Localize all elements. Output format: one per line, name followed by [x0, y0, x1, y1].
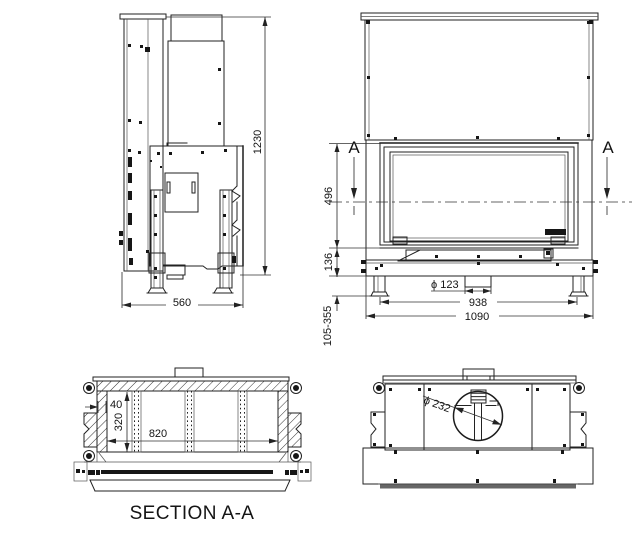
side-view: 1230 560 [119, 13, 271, 309]
section-aa-view: 40 320 820 SECTION A-A [73, 367, 312, 524]
dim-label-560: 560 [173, 297, 191, 309]
dim-front-overall-width: 1090 [365, 276, 594, 323]
dim-label-105-355: 105-355 [322, 306, 334, 346]
dim-front-leg-span: 938 [379, 297, 578, 309]
dim-label-136: 136 [323, 253, 335, 271]
roller-wheels [83, 382, 302, 462]
dim-top-flue-diameter: ϕ 232 [422, 395, 503, 426]
dim-label-320: 320 [113, 413, 125, 431]
dim-section-wall-offset: 40 [85, 399, 122, 413]
section-marker-right-label: A [602, 138, 614, 157]
dim-front-leg-range: 105-355 [322, 266, 371, 346]
dim-section-chamber-width: 820 [107, 428, 278, 444]
front-view: A A 496 136 105-355 [322, 12, 632, 346]
section-marker-left-label: A [348, 138, 360, 157]
flue-outlet-circle [452, 390, 504, 442]
dim-side-depth: 560 [121, 267, 244, 309]
dim-label-496: 496 [323, 187, 335, 205]
dim-label-phi123: ϕ 123 [431, 279, 459, 291]
dim-label-1090: 1090 [465, 311, 489, 323]
section-title: SECTION A-A [130, 503, 255, 524]
top-view: ϕ 232 [362, 368, 594, 489]
dim-label-820: 820 [149, 428, 167, 440]
section-marker-right: A [602, 138, 614, 215]
dim-front-base-height: 136 [323, 248, 366, 277]
dim-label-40: 40 [110, 399, 122, 411]
dim-front-duct-diameter: ϕ 123 [431, 279, 492, 294]
dim-front-firebox-height: 496 [323, 143, 380, 249]
dim-section-chamber-depth: 320 [113, 392, 130, 452]
section-marker-left: A [348, 138, 360, 215]
dim-side-overall-height: 1230 [166, 16, 271, 276]
baffle-strips [131, 390, 248, 453]
dim-label-938: 938 [469, 297, 487, 309]
dim-label-phi232: ϕ 232 [422, 395, 452, 416]
dim-label-1230: 1230 [252, 130, 264, 154]
